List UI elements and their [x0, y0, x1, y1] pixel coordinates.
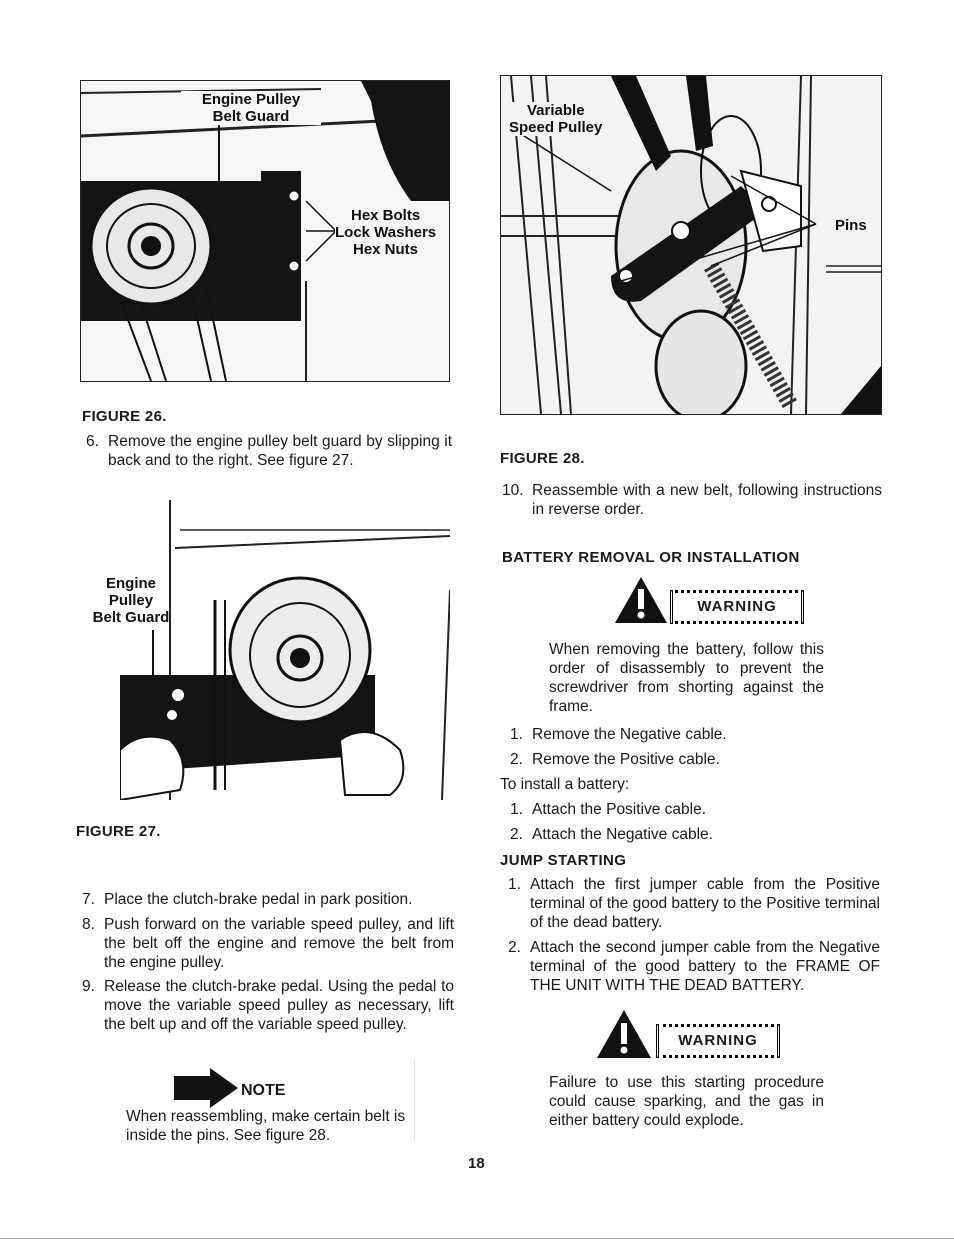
callout-engine-pulley-belt-guard-27: Engine Pulley Belt Guard: [92, 575, 170, 626]
note-label: NOTE: [241, 1082, 286, 1099]
warning-triangle-icon-2: [597, 1010, 651, 1058]
step-10: 10. Reassemble with a new belt, followin…: [502, 482, 882, 518]
note-arrow-icon: [174, 1068, 238, 1108]
step-9: 9. Release the clutch-brake pedal. Using…: [82, 978, 454, 1033]
step-7: 7. Place the clutch-brake pedal in park …: [82, 891, 413, 908]
warning-triangle-icon: [615, 577, 667, 623]
warning-label-1: WARNING: [670, 590, 804, 624]
install-step-1: 1. Attach the Positive cable.: [510, 801, 707, 818]
warning-1-text: When removing the battery, follow this o…: [549, 641, 824, 715]
callout-engine-pulley-belt-guard: Engine Pulley Belt Guard: [181, 91, 321, 125]
column-divider: [414, 1060, 415, 1140]
figure-27-illustration: [120, 500, 450, 800]
battery-heading: BATTERY REMOVAL OR INSTALLATION: [502, 549, 800, 566]
step-6: 6. Remove the engine pulley belt guard b…: [86, 433, 452, 469]
callout-hex-nuts: Hex Nuts: [353, 241, 419, 258]
callout-hex-bolts: Hex Bolts: [351, 207, 421, 224]
figure-27-caption: FIGURE 27.: [76, 823, 161, 840]
warning-2-text: Failure to use this starting procedure c…: [549, 1074, 824, 1129]
figure-26-caption: FIGURE 26.: [82, 408, 167, 425]
warning-label-2: WARNING: [656, 1024, 780, 1058]
step-8: 8. Push forward on the variable speed pu…: [82, 916, 454, 971]
jump-starting-heading: JUMP STARTING: [500, 852, 627, 869]
figure-26-illustration: Engine Pulley Belt Guard Hex Bolts Lock …: [80, 80, 450, 382]
install-intro: To install a battery:: [500, 776, 630, 793]
figure-28-caption: FIGURE 28.: [500, 450, 585, 467]
callout-pins: Pins: [835, 217, 867, 234]
install-step-2: 2. Attach the Negative cable.: [510, 826, 713, 843]
removal-step-2: 2. Remove the Positive cable.: [510, 751, 720, 768]
page-number: 18: [468, 1155, 485, 1172]
callout-lock-washers: Lock Washers: [335, 224, 437, 241]
callout-variable-speed-pulley: Variable Speed Pulley: [509, 102, 603, 136]
jump-step-1: 1. Attach the first jumper cable from th…: [508, 876, 880, 931]
note-text: When reassembling, make certain belt is …: [126, 1108, 406, 1144]
removal-step-1: 1. Remove the Negative cable.: [510, 726, 727, 743]
bottom-edge-line: [0, 1238, 954, 1239]
jump-step-2: 2. Attach the second jumper cable from t…: [508, 939, 880, 994]
figure-28-illustration: Variable Speed Pulley Pins: [500, 75, 882, 415]
